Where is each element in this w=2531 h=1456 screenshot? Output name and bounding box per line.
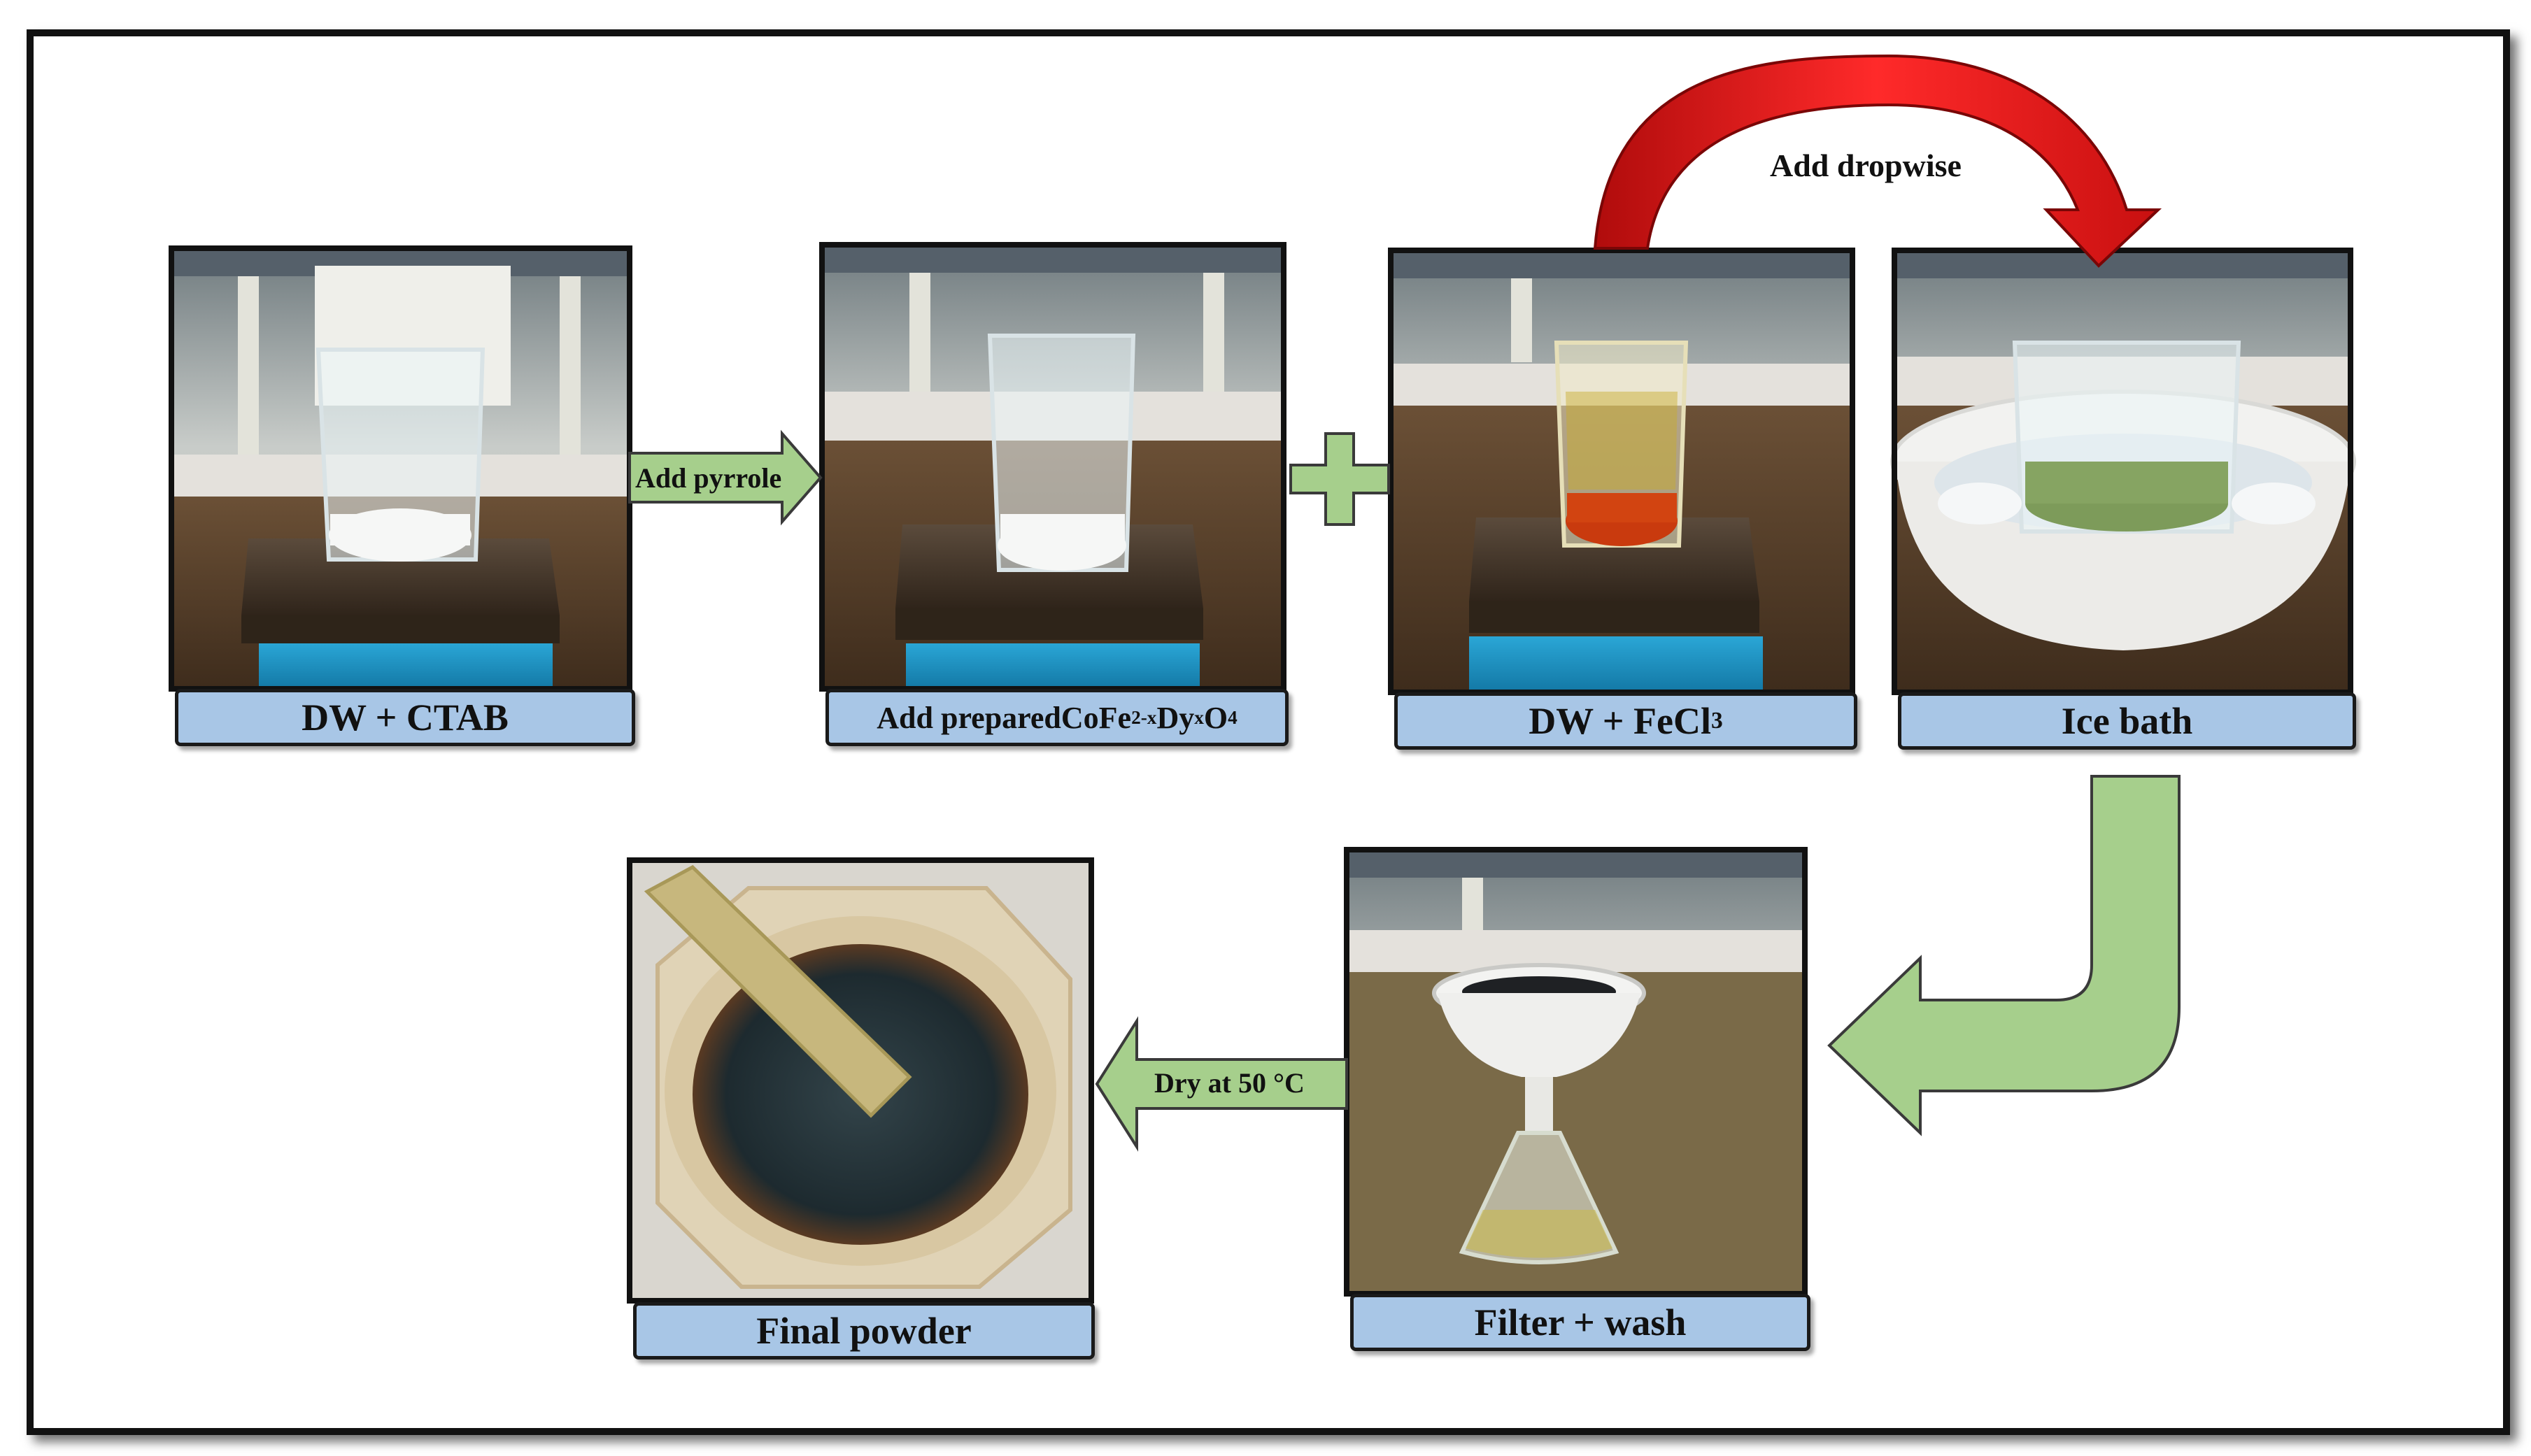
add-dropwise-arrow [1593, 54, 2162, 268]
plus-sign [1289, 432, 1390, 526]
photo-border [627, 857, 1094, 1304]
add-pyrrole-arrow [628, 429, 823, 526]
photo-dw-ctab [171, 248, 630, 689]
label-dw-ctab: DW + CTAB [175, 689, 635, 746]
photo-filter-wash [1347, 850, 1805, 1294]
arrow-label-dry: Dry at 50 °C [1154, 1067, 1305, 1099]
photo-ice-bath [1890, 250, 2356, 692]
photo-add-prepared [822, 245, 1284, 689]
arrow-label-add-pyrrole: Add pyrrole [635, 462, 782, 494]
label-final-powder: Final powder [633, 1302, 1095, 1359]
ice-to-filter-arrow [1827, 775, 2181, 1136]
photo-final-powder [630, 860, 1091, 1301]
arrow-label-add-dropwise: Add dropwise [1770, 148, 1962, 183]
label-filter-wash: Filter + wash [1350, 1294, 1810, 1351]
label-ice-bath: Ice bath [1898, 692, 2356, 750]
photo-dw-fecl3 [1391, 250, 1852, 692]
dry-arrow [1095, 1016, 1348, 1152]
